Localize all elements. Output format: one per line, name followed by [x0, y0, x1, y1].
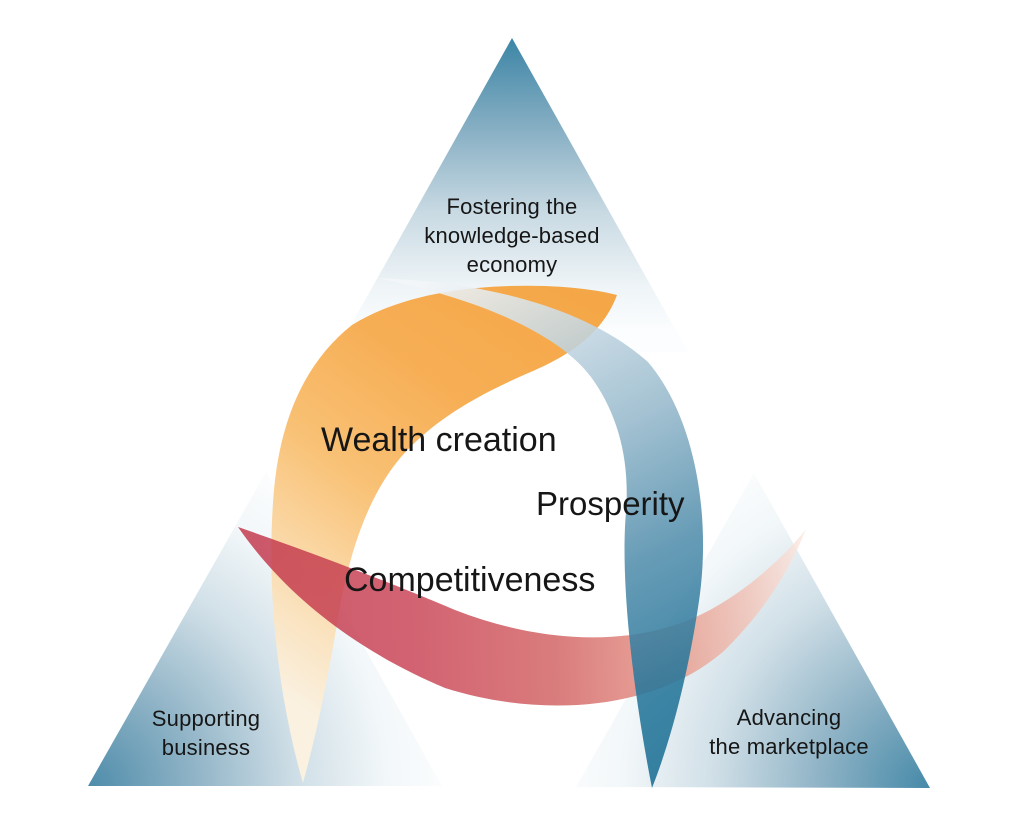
triangle-top-corner	[336, 38, 688, 352]
triangle-bottom-left-corner	[88, 472, 442, 786]
label-supporting-business: Supporting business	[66, 704, 346, 762]
label-line: Supporting	[151, 706, 261, 731]
label-line: Advancing	[736, 705, 842, 730]
label-line: knowledge-based	[424, 223, 600, 248]
label-fostering-knowledge-economy: Fostering the knowledge-based economy	[352, 192, 672, 279]
blue-arc	[375, 278, 704, 788]
label-wealth-creation: Wealth creation	[321, 421, 557, 459]
label-line: the marketplace	[709, 734, 869, 759]
label-line: economy	[466, 252, 558, 277]
label-line: Fostering the	[446, 194, 578, 219]
label-advancing-marketplace: Advancing the marketplace	[639, 703, 939, 761]
label-competitiveness: Competitiveness	[344, 561, 596, 599]
label-line: business	[161, 735, 251, 760]
label-prosperity: Prosperity	[536, 485, 685, 522]
orange-arc	[271, 285, 617, 783]
